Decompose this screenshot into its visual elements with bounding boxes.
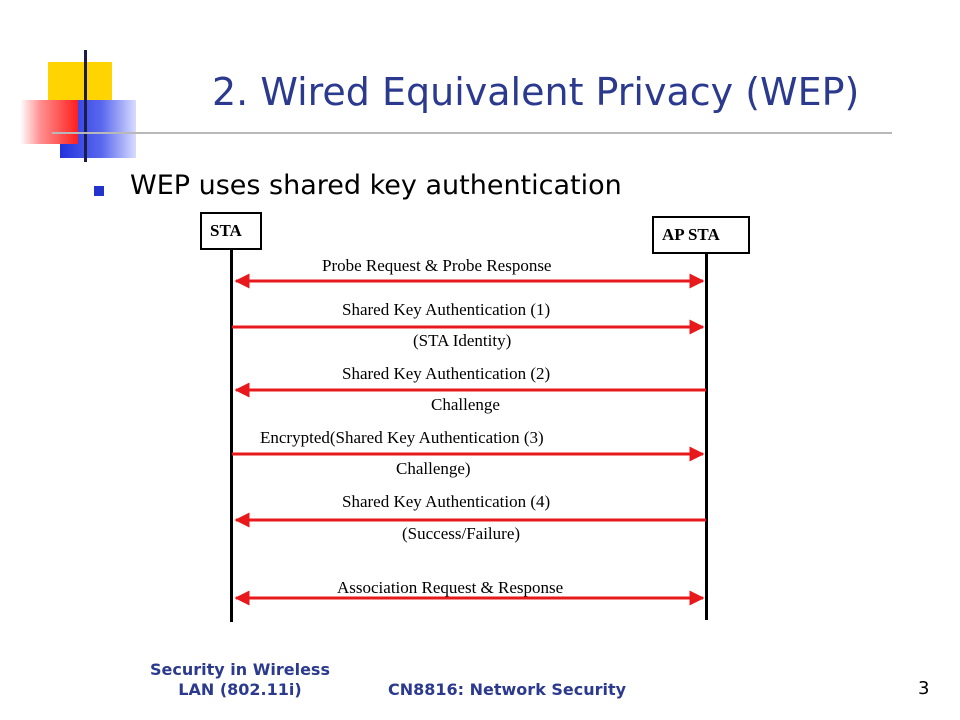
decor-vertical-line xyxy=(84,50,87,162)
msg-label-probe: Probe Request & Probe Response xyxy=(322,256,552,275)
entity-ap-box: AP STA xyxy=(652,216,750,254)
decor-red-square xyxy=(20,100,78,144)
title-underline xyxy=(52,132,892,134)
msg-sub-auth-1: (STA Identity) xyxy=(413,331,512,350)
msg-sub-auth-3: Challenge) xyxy=(396,459,471,478)
slide-title: 2. Wired Equivalent Privacy (WEP) xyxy=(212,70,860,114)
msg-label-auth-1: Shared Key Authentication (1) xyxy=(342,300,551,319)
lifeline-sta xyxy=(230,250,233,622)
footer-course-name: CN8816: Network Security xyxy=(388,680,627,699)
msg-label-auth-3: Encrypted(Shared Key Authentication (3) xyxy=(260,428,544,447)
msg-label-auth-4: Shared Key Authentication (4) xyxy=(342,492,551,511)
bullet-marker xyxy=(94,186,104,196)
msg-label-auth-2: Shared Key Authentication (2) xyxy=(342,364,551,383)
bullet-text: WEP uses shared key authentication xyxy=(130,170,622,201)
footer-course-topic: Security in Wireless LAN (802.11i) xyxy=(150,660,330,699)
lifeline-ap xyxy=(705,254,708,620)
msg-sub-auth-4: (Success/Failure) xyxy=(402,524,521,543)
entity-sta-box: STA xyxy=(200,212,262,250)
entity-sta-label: STA xyxy=(210,221,242,240)
entity-ap-label: AP STA xyxy=(662,225,720,244)
msg-label-association: Association Request & Response xyxy=(337,578,564,597)
page-number: 3 xyxy=(918,678,930,699)
msg-sub-auth-2: Challenge xyxy=(431,395,500,414)
